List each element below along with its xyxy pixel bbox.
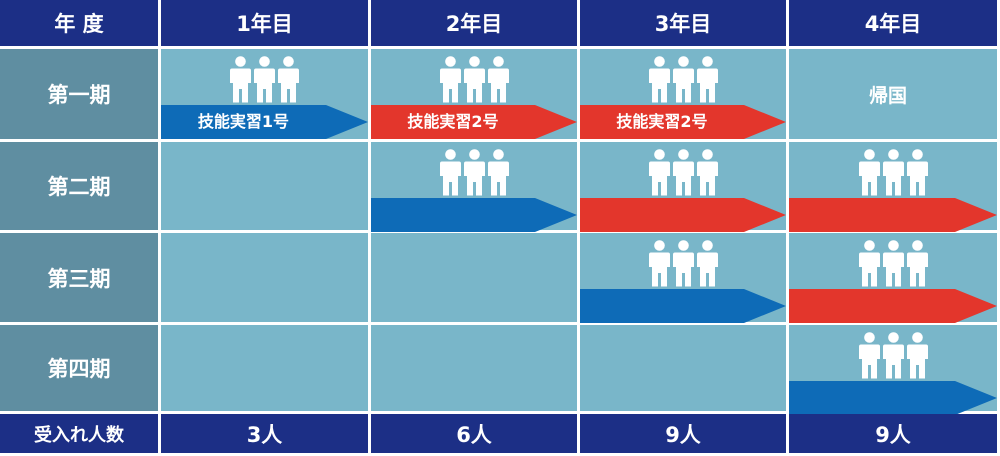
trainee-group xyxy=(649,240,718,287)
person-icon xyxy=(859,240,880,287)
schedule-cell xyxy=(371,233,577,322)
person-icon xyxy=(488,149,509,196)
arrow-label: 技能実習1号 xyxy=(197,112,290,131)
schedule-cell xyxy=(371,142,577,232)
footer-label: 受入れ人数 xyxy=(0,414,158,453)
schedule-cell xyxy=(789,233,997,323)
person-icon xyxy=(649,56,670,103)
schedule-cell xyxy=(789,325,997,415)
schedule-cell xyxy=(789,142,997,232)
trainee-group xyxy=(649,149,718,196)
ginou-jisshu-2-arrow xyxy=(789,289,997,323)
period-label-2: 第二期 xyxy=(0,142,158,230)
trainee-group xyxy=(230,56,299,103)
ginou-jisshu-1-arrow xyxy=(789,381,997,415)
year-header-3: 3年目 xyxy=(580,0,786,46)
trainee-group xyxy=(440,149,509,196)
person-icon xyxy=(883,332,904,379)
person-icon xyxy=(697,149,718,196)
person-icon xyxy=(907,240,928,287)
return-home-label: 帰国 xyxy=(869,85,908,107)
trainee-group xyxy=(440,56,509,103)
trainee-group xyxy=(859,240,928,287)
trainee-count-3: 9人 xyxy=(580,414,786,453)
person-icon xyxy=(278,56,299,103)
schedule-cell xyxy=(161,233,368,322)
person-icon xyxy=(859,149,880,196)
schedule-cell xyxy=(580,142,786,232)
ginou-jisshu-1-arrow: 技能実習1号 xyxy=(161,105,368,139)
year-header-2: 2年目 xyxy=(371,0,577,46)
trainee-group xyxy=(859,149,928,196)
person-icon xyxy=(907,332,928,379)
schedule-cell xyxy=(161,325,368,411)
schedule-cell xyxy=(580,233,786,323)
person-icon xyxy=(649,149,670,196)
period-label-3: 第三期 xyxy=(0,233,158,322)
schedule-cell xyxy=(161,142,368,230)
person-icon xyxy=(230,56,251,103)
person-icon xyxy=(883,240,904,287)
ginou-jisshu-2-arrow: 技能実習2号 xyxy=(580,105,786,139)
trainee-count-2: 6人 xyxy=(371,414,577,453)
ginou-jisshu-2-arrow: 技能実習2号 xyxy=(371,105,577,139)
header-corner: 年 度 xyxy=(0,0,158,46)
period-label-4: 第四期 xyxy=(0,325,158,411)
ginou-jisshu-1-arrow xyxy=(371,198,577,232)
person-icon xyxy=(649,240,670,287)
schedule-cell: 帰国 xyxy=(789,49,997,139)
person-icon xyxy=(464,56,485,103)
schedule-cell: 技能実習2号 xyxy=(371,49,577,139)
person-icon xyxy=(673,240,694,287)
year-header-1: 1年目 xyxy=(161,0,368,46)
person-icon xyxy=(440,149,461,196)
trainee-group xyxy=(859,332,928,379)
ginou-jisshu-2-arrow xyxy=(580,198,786,232)
person-icon xyxy=(440,56,461,103)
person-icon xyxy=(673,56,694,103)
ginou-jisshu-1-arrow xyxy=(580,289,786,323)
person-icon xyxy=(254,56,275,103)
person-icon xyxy=(859,332,880,379)
schedule-cell: 技能実習2号 xyxy=(580,49,786,139)
trainee-count-4: 9人 xyxy=(789,414,997,453)
person-icon xyxy=(907,149,928,196)
person-icon xyxy=(673,149,694,196)
year-header-4: 4年目 xyxy=(789,0,997,46)
schedule-cell: 技能実習1号 xyxy=(161,49,368,139)
person-icon xyxy=(883,149,904,196)
period-label-1: 第一期 xyxy=(0,49,158,139)
person-icon xyxy=(488,56,509,103)
schedule-cell xyxy=(371,325,577,411)
arrow-label: 技能実習2号 xyxy=(407,112,499,131)
person-icon xyxy=(464,149,485,196)
person-icon xyxy=(697,56,718,103)
trainee-count-1: 3人 xyxy=(161,414,368,453)
ginou-jisshu-2-arrow xyxy=(789,198,997,232)
schedule-cell xyxy=(580,325,786,411)
trainee-group xyxy=(649,56,718,103)
arrow-label: 技能実習2号 xyxy=(616,112,708,131)
person-icon xyxy=(697,240,718,287)
